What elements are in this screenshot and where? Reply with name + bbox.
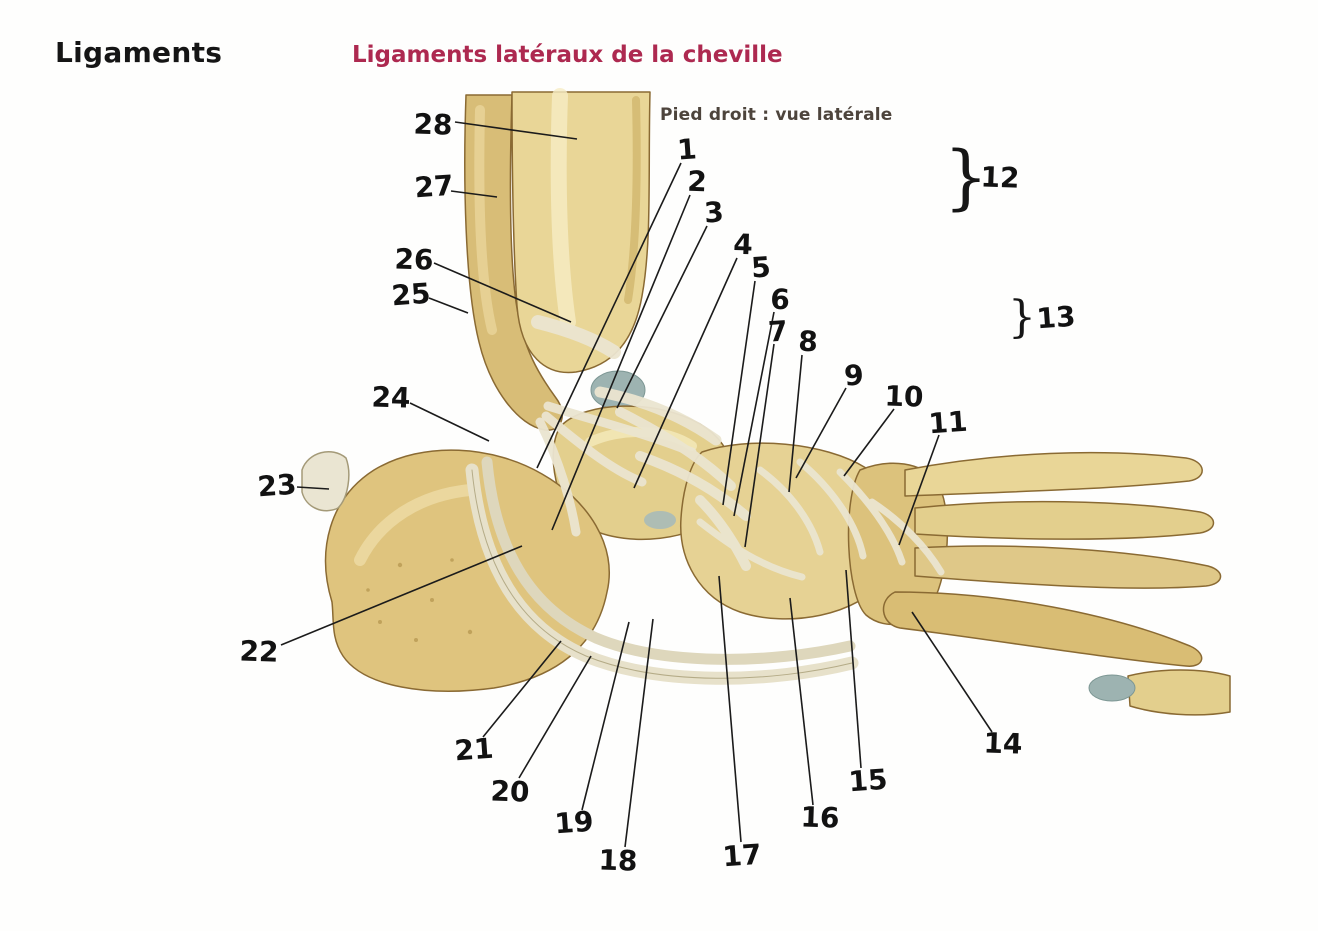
tendon-stub [301, 451, 350, 512]
subtalar-cartilage [644, 511, 676, 529]
metatarsal-bones [882, 451, 1231, 716]
figure-heading: Ligaments latéraux de la cheville [352, 42, 783, 68]
figure-subtitle: Pied droit : vue latérale [660, 105, 893, 125]
toe-joint-cartilage [1088, 674, 1136, 702]
page-title: Ligaments [55, 36, 223, 69]
